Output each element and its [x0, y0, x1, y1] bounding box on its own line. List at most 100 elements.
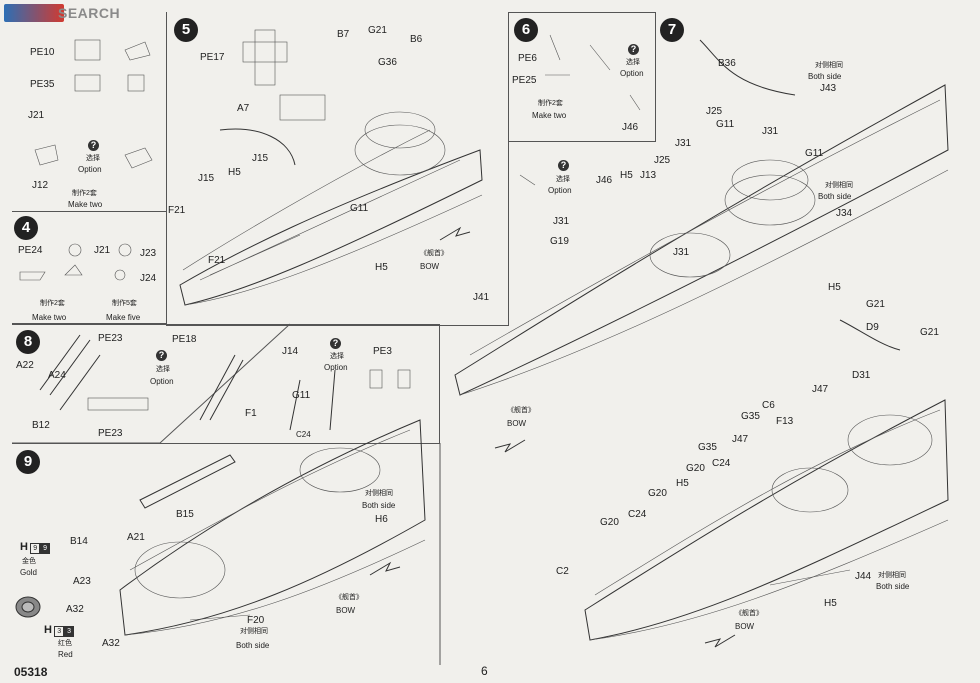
- part-label: C24: [712, 458, 731, 469]
- panel-step8: [12, 324, 440, 444]
- option-icon: ?: [628, 44, 639, 55]
- part-label: J41: [473, 292, 490, 303]
- part-label: J12: [32, 180, 49, 191]
- part-label: PE6: [518, 53, 537, 64]
- option-cn: 选择: [86, 155, 100, 162]
- part-label: PE3: [373, 346, 392, 357]
- part-label: J15: [198, 173, 215, 184]
- part-label: J14: [282, 346, 299, 357]
- part-label: B12: [32, 420, 50, 431]
- option-icon: ?: [558, 160, 569, 171]
- bow-cn: 《舰首》: [420, 250, 448, 257]
- part-label: G20: [648, 488, 667, 499]
- part-label: PE35: [30, 79, 55, 90]
- part-label: G21: [866, 299, 885, 310]
- make-count-cn: 制作5套: [112, 300, 137, 307]
- part-label: D9: [866, 322, 879, 333]
- part-label: G11: [805, 148, 824, 159]
- part-label: H5: [676, 478, 689, 489]
- part-label: J47: [812, 384, 829, 395]
- part-label: H5: [824, 598, 837, 609]
- part-label: A32: [102, 638, 120, 649]
- site-logo: [4, 4, 64, 22]
- both-side-en: Both side: [362, 501, 396, 510]
- part-label: J46: [622, 122, 639, 133]
- option-en: Option: [324, 363, 348, 372]
- hull-step5: [179, 29, 483, 306]
- part-label: PE18: [172, 334, 197, 345]
- part-label: J31: [673, 247, 690, 258]
- part-label: PE10: [30, 47, 55, 58]
- small-parts-top: [19, 34, 641, 281]
- make-count-cn: 制作2套: [538, 100, 563, 107]
- part-label: PE23: [98, 333, 123, 344]
- part-label: G11: [292, 390, 311, 401]
- part-label: G20: [686, 463, 705, 474]
- paint-number: 3: [64, 626, 74, 637]
- bow-arrow: [439, 226, 471, 241]
- part-label: A32: [66, 604, 84, 615]
- bow-arrow: [369, 561, 401, 576]
- bow-en: BOW: [507, 419, 527, 428]
- paint-code: H: [44, 624, 52, 636]
- hull-step7: [454, 39, 949, 396]
- both-side-en: Both side: [236, 641, 270, 650]
- part-label: PE24: [18, 245, 43, 256]
- make-count-cn: 制作2套: [40, 300, 65, 307]
- bow-arrow: [494, 439, 526, 453]
- bow-en: BOW: [420, 262, 440, 271]
- make-count-en: Make two: [68, 200, 103, 209]
- part-label: G11: [716, 119, 735, 130]
- part-label: PE23: [98, 428, 123, 439]
- bow-arrow: [704, 634, 736, 648]
- part-label: PE17: [200, 52, 225, 63]
- both-side-cn: 对侧相同: [365, 490, 393, 497]
- bow-cn: 《舰首》: [507, 407, 535, 414]
- part-label: PE25: [512, 75, 537, 86]
- both-side-cn: 对侧相同: [825, 182, 853, 189]
- paint-name-en: Gold: [20, 568, 37, 577]
- part-label: A23: [73, 576, 91, 587]
- part-label: H5: [228, 167, 241, 178]
- make-count-en: Make five: [106, 313, 141, 322]
- part-label: J25: [654, 155, 671, 166]
- paint-name-cn: 金色: [22, 558, 36, 565]
- option-cn: 选择: [626, 59, 640, 66]
- part-label: B14: [70, 536, 88, 547]
- bow-cn: 《舰首》: [735, 610, 763, 617]
- part-label: J46: [596, 175, 613, 186]
- panel-step5: [166, 12, 509, 326]
- part-label: C24: [296, 430, 311, 439]
- paint-name-cn: 红色: [58, 640, 72, 647]
- option-cn: 选择: [556, 176, 570, 183]
- part-label: J21: [28, 110, 45, 121]
- part-label: J24: [140, 273, 157, 284]
- part-label: J31: [553, 216, 570, 227]
- part-label: H5: [375, 262, 388, 273]
- option-cn: 选择: [330, 353, 344, 360]
- option-icon: ?: [156, 350, 167, 361]
- part-label: G20: [600, 517, 619, 528]
- page-number: 6: [481, 664, 488, 678]
- part-label: J34: [836, 208, 853, 219]
- part-label: G19: [550, 236, 569, 247]
- part-label: G35: [741, 411, 760, 422]
- part-label: F21: [168, 205, 186, 216]
- part-label: J15: [252, 153, 269, 164]
- part-label: G11: [350, 203, 369, 214]
- bow-cn: 《舰首》: [335, 594, 363, 601]
- part-label: H5: [828, 282, 841, 293]
- part-label: A22: [16, 360, 34, 371]
- part-label: J31: [762, 126, 779, 137]
- both-side-en: Both side: [818, 192, 852, 201]
- part-label: J23: [140, 248, 157, 259]
- part-label: A21: [127, 532, 145, 543]
- bow-en: BOW: [336, 606, 356, 615]
- part-label: D31: [852, 370, 871, 381]
- option-en: Option: [78, 165, 102, 174]
- catalog-number: 05318: [14, 665, 48, 679]
- part-label: F21: [208, 255, 226, 266]
- part-label: J25: [706, 106, 723, 117]
